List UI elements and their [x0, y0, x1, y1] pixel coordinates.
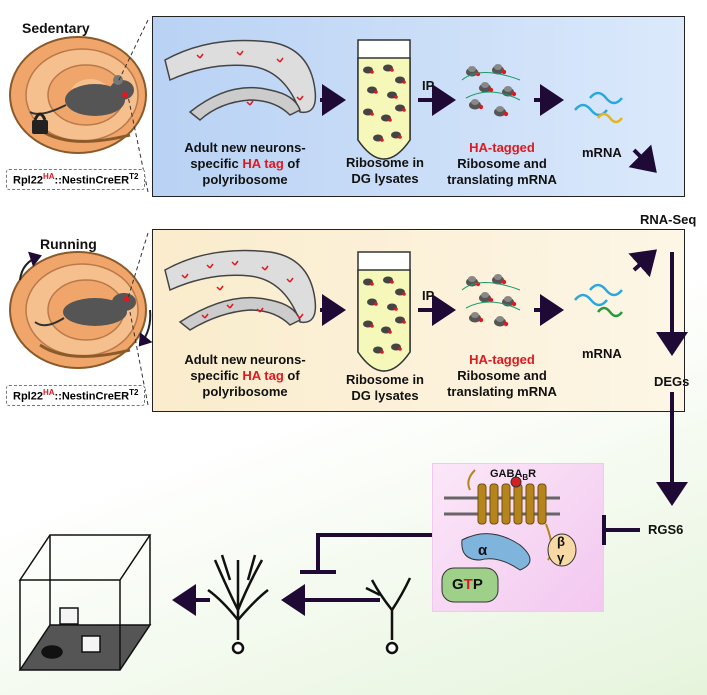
flow-arrows [172, 84, 688, 616]
immature-neuron-icon [365, 577, 412, 655]
sedentary-title: Sedentary [22, 20, 90, 36]
g-alpha-icon [461, 533, 531, 571]
sedentary-ip-label: IP [422, 78, 435, 93]
sedentary-mrna-icon [574, 91, 623, 124]
mature-neuron-icon [207, 554, 269, 655]
running-tube [357, 251, 411, 372]
gtp-icon [441, 567, 499, 603]
sedentary-step1-label: Adult new neurons- specific HA tag of po… [184, 140, 306, 187]
lock-icon [32, 120, 48, 134]
running-wheel [9, 232, 153, 406]
sedentary-mrna-label: mRNA [582, 145, 622, 160]
sedentary-tube [357, 39, 411, 160]
rgs6-label: RGS6 [648, 522, 684, 537]
running-mrna-label: mRNA [582, 346, 622, 361]
alpha-label: α [478, 542, 488, 559]
rna-seq-label: RNA-Seq [640, 212, 697, 227]
g-betagamma-icon [547, 533, 577, 567]
beta-label: β [557, 534, 565, 549]
degs-label: DEGs [654, 374, 690, 389]
mouse-icon [65, 84, 125, 116]
gamma-label: γ [557, 550, 565, 565]
running-title: Running [40, 236, 97, 252]
sedentary-ribosome-cluster [461, 64, 521, 117]
running-mouse-icon [63, 298, 127, 326]
running-step1-label: Adult new neurons- specific HA tag of po… [184, 352, 306, 399]
rotation-arrow-icon [19, 251, 42, 281]
sedentary-wheel [9, 19, 149, 193]
gabab-label: GABABR [490, 468, 537, 483]
inhibition-lines [300, 515, 640, 574]
running-ip-label: IP [422, 288, 435, 303]
running-mrna-icon [574, 283, 623, 318]
gtp-label: GTP [452, 576, 483, 593]
gabab-receptor [441, 469, 577, 603]
behavior-box-icon [18, 534, 152, 671]
sedentary-dentate-gyrus [164, 39, 317, 121]
sedentary-genotype: Rpl22HA::NestinCreERT2 [6, 169, 146, 190]
running-genotype: Rpl22HA::NestinCreERT2 [6, 385, 146, 406]
running-ribosome-cluster [461, 274, 521, 327]
running-dentate-gyrus [164, 249, 317, 331]
